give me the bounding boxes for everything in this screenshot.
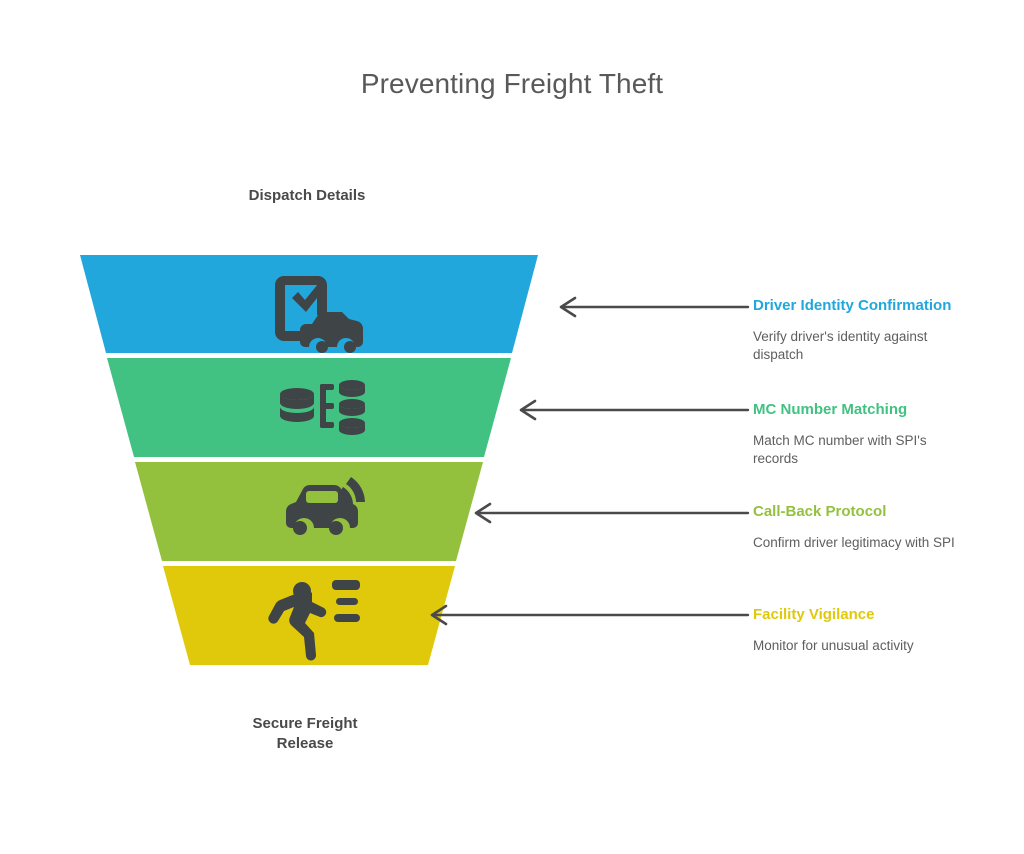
step-title: Facility Vigilance xyxy=(753,606,875,623)
step-call-back: Call-Back Protocol Confirm driver legiti… xyxy=(753,502,968,552)
page-title: Preventing Freight Theft xyxy=(360,68,664,99)
step-title: Call-Back Protocol xyxy=(753,503,887,520)
step-mc-number: MC Number Matching Match MC number with … xyxy=(753,400,968,468)
step-facility-vigilance: Facility Vigilance Monitor for unusual a… xyxy=(753,605,968,655)
funnel-band-mc-number[interactable] xyxy=(107,358,511,457)
connector-arrow-facility-vigilance xyxy=(424,603,750,627)
funnel-top-label: Dispatch Details xyxy=(248,187,366,204)
step-description: Verify driver's identity against dispatc… xyxy=(753,329,928,362)
step-description: Match MC number with SPI's records xyxy=(753,433,927,466)
step-title: MC Number Matching xyxy=(753,401,908,418)
connector-arrow-call-back xyxy=(468,501,750,525)
step-description: Confirm driver legitimacy with SPI xyxy=(753,535,955,550)
running-person-sensor-icon xyxy=(268,580,360,661)
car-signal-icon xyxy=(285,477,365,535)
phone-check-truck-icon xyxy=(275,276,364,353)
database-matching-icon xyxy=(280,380,365,435)
step-driver-identity: Driver Identity Confirmation Verify driv… xyxy=(753,296,968,364)
funnel-band-facility-vigilance[interactable] xyxy=(163,566,455,665)
connector-arrow-driver-identity xyxy=(553,295,750,319)
step-description: Monitor for unusual activity xyxy=(753,638,914,653)
funnel-chart xyxy=(70,248,550,678)
step-title: Driver Identity Confirmation xyxy=(753,297,952,314)
funnel-bottom-label: Secure Freight Release xyxy=(252,715,358,752)
connector-arrow-mc-number xyxy=(513,398,750,422)
